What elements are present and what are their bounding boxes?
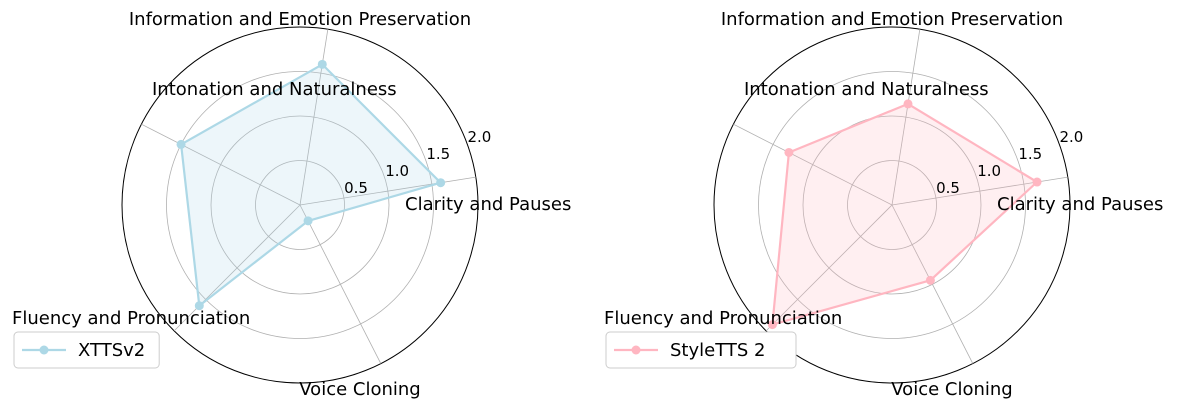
axis-spoke (733, 123, 893, 206)
grid-circle (210, 115, 390, 295)
tick-label: 1.0 (385, 162, 409, 180)
data-point (903, 99, 913, 109)
axis-label: Information and Emotion Preservation (721, 9, 1063, 30)
axis-spoke (299, 29, 329, 206)
tick-label: 0.5 (936, 179, 960, 197)
data-point (1032, 177, 1042, 187)
axis-label: Clarity and Pauses (997, 194, 1163, 215)
data-point (317, 59, 327, 69)
axis-label: Intonation and Naturalness (744, 79, 989, 100)
data-point (303, 216, 313, 226)
axis-spoke (141, 123, 301, 206)
grid-circle (166, 71, 434, 339)
legend: XTTSv2 (13, 331, 160, 369)
tick-label: 1.0 (977, 162, 1001, 180)
legend-box (13, 331, 160, 369)
outer-circle (121, 26, 479, 384)
series-line (180, 63, 442, 307)
axis-label: Information and Emotion Preservation (129, 9, 471, 30)
legend-label: XTTSv2 (78, 340, 145, 361)
data-point (925, 275, 935, 285)
series-line (771, 102, 1039, 326)
axis-label: Clarity and Pauses (405, 194, 571, 215)
data-point (784, 147, 794, 157)
tick-label: 1.5 (426, 145, 450, 163)
legend-label: StyleTTS 2 (670, 340, 765, 361)
data-point (176, 139, 186, 149)
axis-spoke (765, 204, 893, 332)
axis-label: Intonation and Naturalness (152, 79, 397, 100)
data-point (436, 178, 446, 188)
legend-box (605, 331, 797, 369)
tick-label: 1.5 (1018, 145, 1042, 163)
grid-circle (847, 160, 937, 250)
grid-circle (255, 160, 345, 250)
data-point (194, 301, 204, 311)
axis-spoke (299, 176, 476, 206)
tick-label: 2.0 (1059, 128, 1083, 146)
axis-spoke (299, 204, 382, 364)
axis-label: Voice Cloning (891, 379, 1012, 400)
legend-marker (631, 345, 641, 355)
axis-spoke (173, 204, 301, 332)
tick-label: 0.5 (344, 179, 368, 197)
outer-circle (713, 26, 1071, 384)
tick-label: 2.0 (467, 128, 491, 146)
grid-circle (802, 115, 982, 295)
axis-label: Fluency and Pronunciation (604, 308, 842, 329)
legend-marker (39, 345, 49, 355)
series-area (772, 103, 1037, 325)
data-point (767, 320, 777, 330)
axis-label: Voice Cloning (299, 379, 420, 400)
axis-label: Fluency and Pronunciation (12, 308, 250, 329)
legend: StyleTTS 2 (605, 331, 797, 369)
axis-spoke (891, 29, 921, 206)
series-area (181, 64, 441, 306)
grid-circle (758, 71, 1026, 339)
